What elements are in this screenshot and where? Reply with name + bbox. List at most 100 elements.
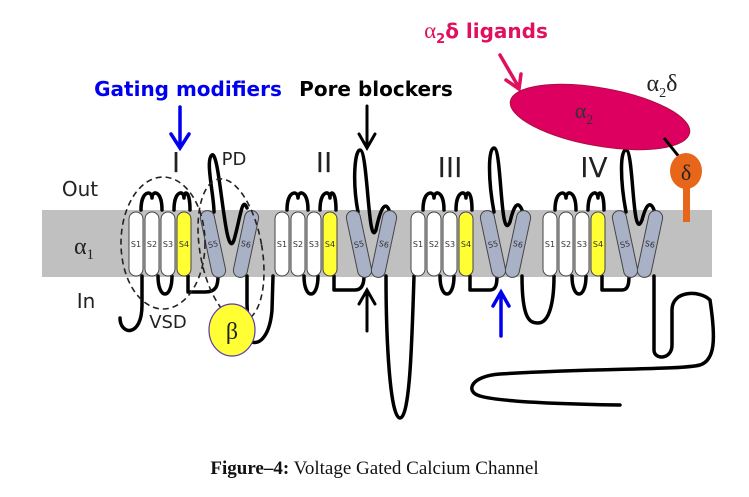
delta-subunit [670,153,702,189]
gating-modifiers-arrow-down [169,105,191,152]
helix-label: S2 [147,240,157,249]
domain-1-helix-s5: S5 [199,210,227,278]
domain-2-helix-s4: S4 [322,211,338,277]
domain-2-helix-s6: S6 [370,210,398,278]
helix-label: S2 [429,240,439,249]
helix-label: S1 [131,240,141,249]
backbone-loop [454,191,474,212]
domain-1-helix-s3: S3 [160,211,176,277]
backbone-loop [285,191,310,212]
figure-caption-text: Voltage Gated Calcium Channel [289,458,539,479]
helix-label: S6 [378,239,390,250]
backbone-loop [318,191,338,212]
pore-blockers-label: Pore blockers [299,77,453,101]
domain-1-helix-s6: S6 [232,210,260,278]
delta-label: δ [681,160,691,185]
backbone-loop [156,274,174,296]
domain-4-helix-s4: S4 [590,211,606,277]
helix-label: S3 [309,240,319,249]
backbone-loop [487,146,524,228]
pd-label: PD [222,149,247,170]
helix-label: S5 [207,239,219,250]
alpha2-delta-linker [662,137,682,159]
backbone-loop [302,274,320,296]
domain-2-helix-s1: S1 [274,211,290,277]
backbone-loop [332,274,366,292]
helix-label: S6 [512,239,524,250]
figure-caption-prefix: Figure–4: [210,458,290,479]
domain-2-helix-s3: S3 [306,211,322,277]
domain-1-helix-s2: S2 [144,211,160,277]
domain-4-helix-s1: S1 [542,211,558,277]
domain-4-helix-s3: S3 [574,211,590,277]
backbone-loop [172,191,192,212]
beta-label: β [226,319,238,345]
a2d-complex-label: α2δ [647,71,678,101]
helix-label: S5 [353,239,365,250]
helix-label: S3 [577,240,587,249]
domain-4-helix-s6: S6 [636,210,664,278]
backbone-loop [600,274,631,292]
vsd-label: VSD [149,312,187,333]
out-label: Out [62,177,98,201]
backbone-loop [186,274,220,294]
beta-subunit [208,303,256,357]
domain-1-helix-s4: S4 [176,211,192,277]
a2d-ligands-label: α2δ ligands [424,18,548,47]
helix-label: S3 [445,240,455,249]
helix-label: S1 [277,240,287,249]
delta-anchor [683,178,690,222]
helix-label: S3 [163,240,173,249]
helix-label: S2 [293,240,303,249]
domain-3-helix-s1: S1 [410,211,426,277]
domain-label-ii: II [316,146,333,179]
backbone-loop [384,274,416,420]
domain-label-iii: III [438,151,463,184]
backbone-loop [570,274,588,296]
domain-labels: I II III IV [172,146,608,184]
domain-2-helix-s5: S5 [345,210,373,278]
helix-label: S6 [240,239,252,250]
vsd-outline [120,176,206,310]
helix-label: S4 [179,240,189,249]
domain-3-helix-s3: S3 [442,211,458,277]
alpha1-label: α1 [74,234,94,263]
alpha2-subunit [509,83,691,151]
gating-modifiers-arrow-up [491,288,511,338]
backbone-loop [421,191,446,212]
backbone-loop [207,153,249,246]
domain-3-helix-s6: S6 [504,210,532,278]
alpha1-backbone [118,146,716,420]
backbone-loop [520,274,556,325]
domain-3-helix-s2: S2 [426,211,442,277]
in-label: In [77,289,96,313]
backbone-loop [553,191,578,212]
backbone-loop [468,274,499,292]
helix-label: S1 [413,240,423,249]
helix-label: S5 [619,239,631,250]
domain-3-helix-s4: S4 [458,211,474,277]
helix-label: S1 [545,240,555,249]
backbone-loop [139,191,164,212]
helix-label: S6 [644,239,656,250]
domain-4-helix-s2: S2 [558,211,574,277]
domain-2-helix-s2: S2 [290,211,306,277]
helix-label: S5 [487,239,499,250]
pore-blockers-arrow-down [357,104,377,152]
backbone-loop [619,148,656,226]
helix-label: S2 [561,240,571,249]
domain-1-helix-s1: S1 [128,211,144,277]
helix-label: S4 [593,240,603,249]
figure-caption: Figure–4: Voltage Gated Calcium Channel [0,458,749,480]
backbone-loop [250,274,275,345]
backbone-loop [438,274,456,296]
backbone-loop [470,274,716,407]
pore-blockers-arrow-up [357,286,377,333]
backbone-loop [586,191,606,212]
domain-3-helix-s5: S5 [479,210,507,278]
domain-4-helix-s5: S5 [611,210,639,278]
backbone-loop [118,274,144,333]
helix-label: S4 [461,240,471,249]
